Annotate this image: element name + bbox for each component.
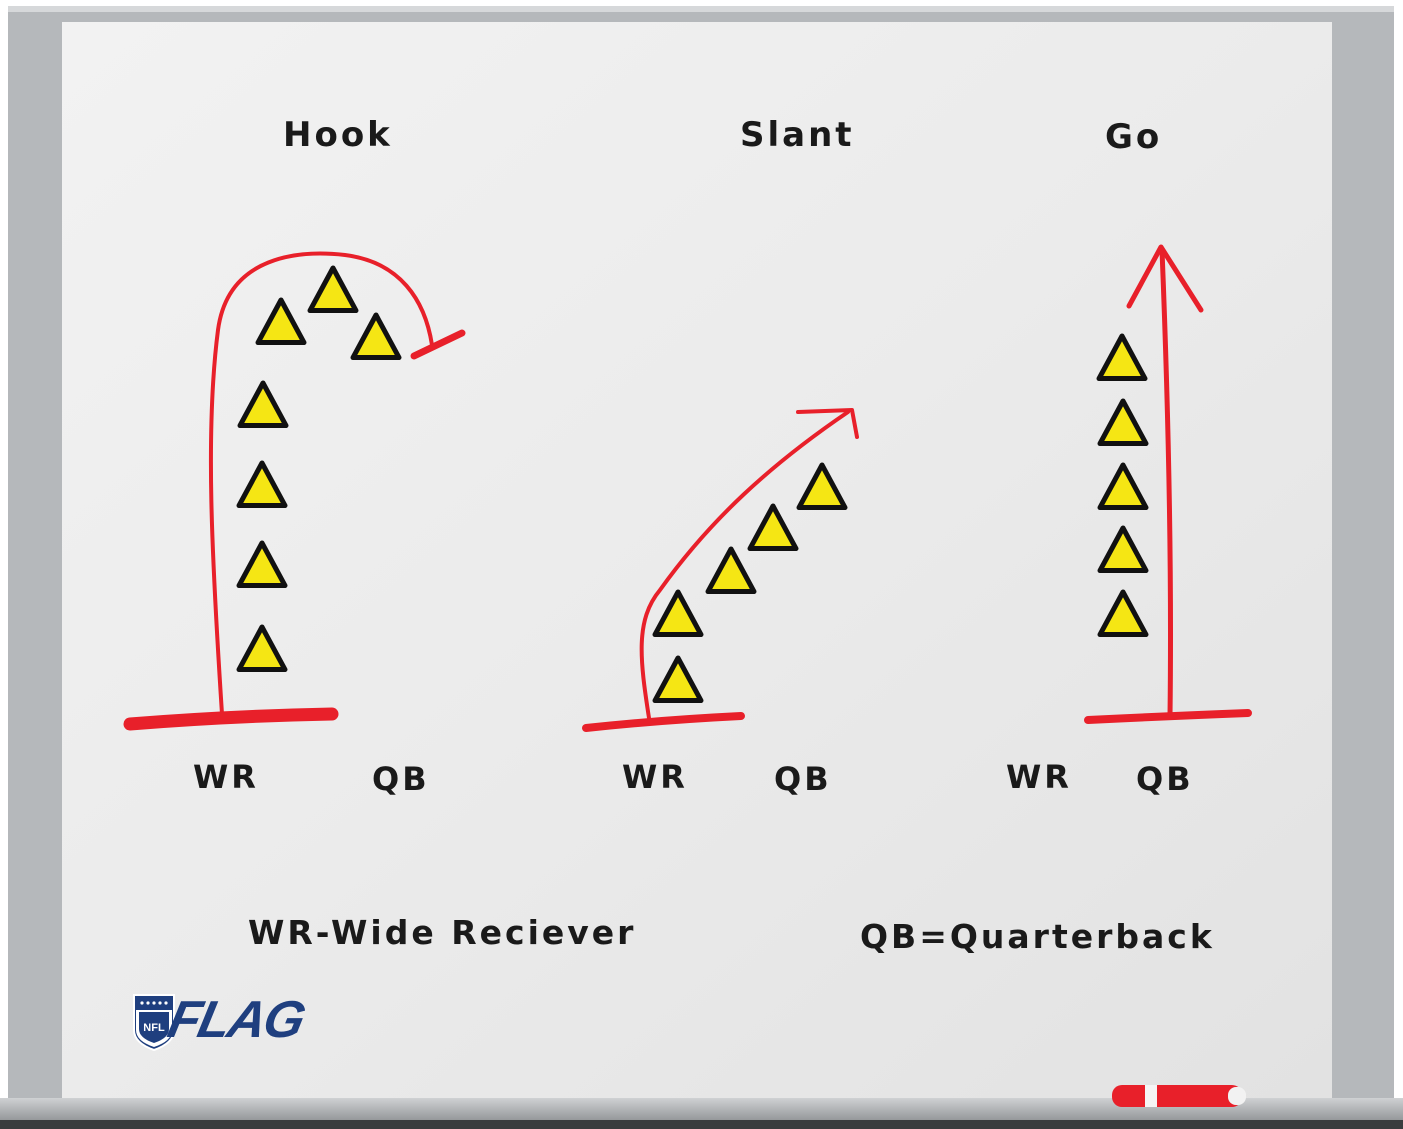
cone-icon — [796, 462, 848, 511]
cone-icon — [237, 380, 289, 429]
legend-qb: QB=Quarterback — [860, 917, 1215, 956]
cone-icon — [747, 503, 799, 552]
cone-icon — [1097, 462, 1149, 511]
cone-icon — [705, 546, 757, 595]
cone-icon — [652, 655, 704, 704]
play-slant: Slant WR QB — [582, 115, 859, 798]
wr-label: WR — [193, 758, 259, 796]
play-go: Go WR QB — [1006, 117, 1252, 798]
cone-icon — [1097, 589, 1149, 638]
cone-icon — [307, 265, 359, 314]
cone-icon — [1096, 333, 1148, 382]
cone-icon — [255, 297, 307, 346]
wr-label: WR — [622, 758, 688, 796]
nfl-shield-icon: NFL — [133, 994, 175, 1052]
scrimmage-line — [123, 707, 339, 731]
logo-text: FLAG — [163, 991, 310, 1049]
play-title: Go — [1105, 117, 1162, 157]
cone-icon — [1097, 525, 1149, 574]
route-hook — [208, 251, 434, 716]
cone-icon — [350, 312, 402, 361]
play-title: Hook — [283, 115, 393, 155]
scrimmage-line — [582, 712, 745, 732]
arrow-head — [1126, 244, 1204, 313]
legend-wr: WR-Wide Reciever — [248, 913, 636, 952]
route-slant — [639, 410, 850, 720]
cone-icon — [236, 624, 288, 673]
cone-icon — [1097, 398, 1149, 447]
cone-icon — [652, 589, 704, 638]
qb-label: QB — [372, 760, 430, 798]
arrow-head — [796, 408, 859, 439]
play-title: Slant — [740, 115, 855, 155]
play-hook: Hook WR QB — [123, 115, 466, 798]
route-go — [1159, 247, 1174, 719]
cones — [236, 265, 1149, 704]
nfl-flag-logo: NFL FLAG — [133, 991, 310, 1052]
route-end-mark — [410, 329, 466, 360]
marker-icon — [1112, 1085, 1246, 1107]
cone-icon — [236, 460, 288, 509]
wr-label: WR — [1006, 758, 1072, 796]
qb-label: QB — [774, 760, 832, 798]
cone-icon — [236, 540, 288, 589]
qb-label: QB — [1136, 760, 1194, 798]
shield-text: NFL — [143, 1022, 165, 1034]
